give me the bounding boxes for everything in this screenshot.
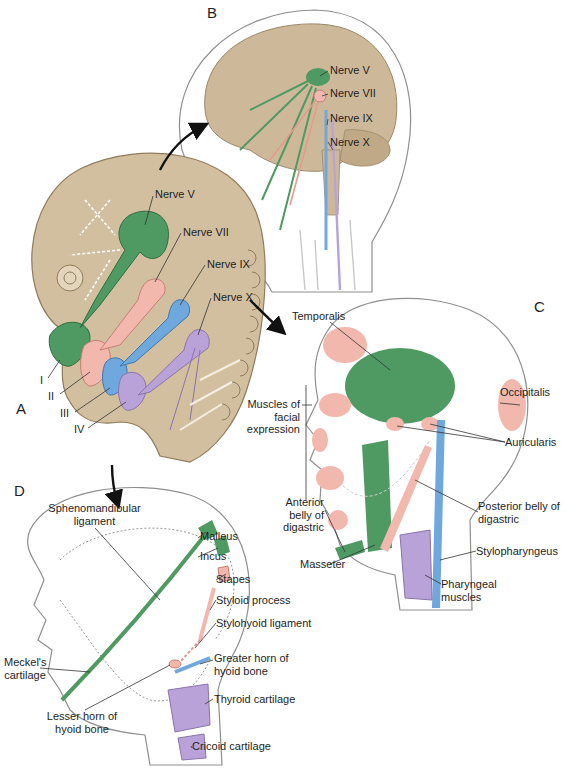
frontalis: [323, 327, 367, 363]
arrow-a-to-c: [250, 300, 283, 332]
arch-number: III: [60, 407, 69, 420]
skeletal-label: Malleus: [200, 530, 238, 543]
muscle-label: Auricularis: [505, 436, 556, 449]
arrow-a-to-d: [112, 465, 118, 505]
orbicularis-oculi: [319, 393, 351, 417]
skull-dotted: [60, 528, 234, 701]
muscle-label: Anterior belly of digastric: [262, 496, 324, 534]
nerve-vii-branches: [270, 100, 318, 205]
greater-horn: [175, 658, 210, 672]
spinal-nerves: [180, 360, 240, 430]
muscle-label: Occipitalis: [500, 386, 550, 399]
nerve-label: Nerve IX: [330, 112, 373, 125]
orbicularis-oris: [316, 466, 344, 490]
panel-a-embryo: [32, 153, 265, 462]
nerve-label: Nerve IX: [207, 258, 250, 271]
styloid-process: [200, 588, 214, 640]
panel-arrows: [112, 125, 283, 505]
nerve-v-embryo: [80, 211, 168, 328]
nerve-label: Nerve VII: [183, 226, 229, 239]
panel-letter: C: [534, 298, 545, 315]
skeletal-label: Greater horn of hyoid bone: [214, 652, 314, 677]
nerve-ix: [325, 110, 328, 250]
panel-letter: A: [16, 400, 26, 417]
skeletal-label: Meckel's cartilage: [4, 656, 46, 681]
mentalis: [328, 510, 348, 530]
pharyngeal-muscles: [400, 530, 432, 600]
skeletal-label: Thyroid cartilage: [214, 693, 295, 706]
skeletal-label: Incus: [200, 550, 226, 563]
nerve-label: Nerve X: [330, 136, 370, 149]
nerve-label: Nerve VII: [330, 87, 376, 100]
skeletal-label: Sphenomandibular ligament: [42, 502, 147, 527]
arch-number: I: [40, 374, 43, 387]
nerve-label: Nerve X: [213, 291, 253, 304]
anterior-digastric: [335, 540, 365, 560]
auricularis-a: [386, 417, 404, 431]
arrow-a-to-b: [160, 125, 205, 170]
optic-vesicle: [57, 265, 83, 291]
thyroid-cartilage: [168, 684, 210, 732]
lesser-horn: [169, 660, 181, 668]
skeletal-label: Stapes: [216, 573, 250, 586]
nerve-x-embryo: [138, 330, 209, 430]
arch-number: IV: [74, 423, 84, 436]
neck-structures: [300, 220, 355, 290]
skeletal-label: Lesser horn of hyoid bone: [42, 710, 122, 735]
optic-lens: [64, 272, 76, 284]
skeletal-label: Styloid process: [216, 594, 291, 607]
muscle-label: Pharyngeal muscles: [441, 578, 511, 603]
panel-letter: D: [14, 482, 25, 499]
muscle-label: Masseter: [300, 558, 345, 571]
muscle-label: Posterior belly of digastric: [478, 500, 568, 525]
arch-number: II: [48, 390, 54, 403]
nerve-label: Nerve V: [330, 64, 370, 77]
nerve-label: Nerve V: [155, 188, 195, 201]
meckel-cartilage: [62, 535, 205, 700]
muscle-label: Stylopharyngeus: [476, 545, 558, 558]
temporalis: [345, 348, 455, 424]
muscle-label: Temporalis: [292, 310, 345, 323]
face-outline: [330, 440, 430, 496]
nerve-v-ganglion: [306, 68, 330, 86]
somites: [222, 250, 260, 420]
muscle-label: Muscles of facial expression: [240, 398, 300, 436]
skeletal-label: Cricoid cartilage: [192, 740, 271, 753]
panel-letter: B: [207, 4, 217, 21]
nasalis: [312, 428, 328, 452]
skeletal-label: Stylohyoid ligament: [216, 617, 311, 630]
embryo-body: [32, 153, 265, 462]
stylohyoid-ligament: [180, 640, 200, 662]
leader-lines: [40, 71, 520, 748]
